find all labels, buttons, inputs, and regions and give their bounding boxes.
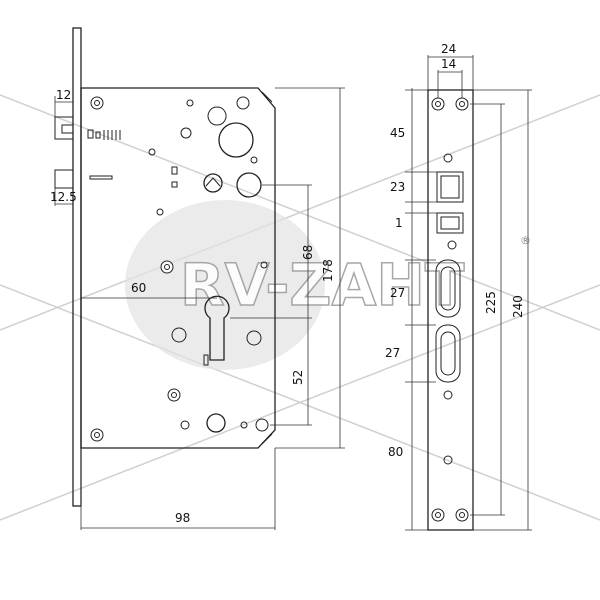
faceplate	[427, 89, 474, 531]
dim-body-width: 98	[175, 511, 190, 525]
pin-hole	[180, 127, 192, 139]
hole-center	[435, 101, 441, 107]
dim-latch-opening: 23	[390, 180, 405, 194]
small-slot	[95, 131, 101, 139]
lower-hub	[206, 413, 226, 433]
dim-inner-length: 225	[484, 291, 498, 314]
dim-hole-spacing: 14	[441, 57, 456, 71]
screw-hole-icon	[167, 388, 181, 402]
dim-gap: 1	[395, 216, 403, 230]
watermark-line	[0, 284, 600, 521]
screw-hole-icon	[236, 96, 250, 110]
slot-inner	[440, 266, 456, 311]
hole-center	[459, 101, 465, 107]
fixing-hole	[447, 240, 457, 250]
cam-hole	[203, 173, 223, 193]
latch-opening	[436, 171, 464, 203]
screw-center	[164, 264, 170, 270]
lower-deadbolt-slot	[435, 324, 461, 383]
screw-center	[171, 392, 177, 398]
dim-cylinder-to-bottom: 52	[291, 370, 305, 385]
hole-center	[435, 512, 441, 518]
dim-bottom-section: 80	[388, 445, 403, 459]
watermark: RV-ZAHT ®	[0, 94, 600, 521]
upper-deadbolt-slot	[435, 259, 461, 318]
faceplate-view: 24 14 45 23 1 27 27 80 225 240	[385, 42, 532, 531]
latch-bolt	[54, 169, 74, 189]
pin-hole	[246, 330, 262, 346]
lock-body-view: 12 12.5 60 68 52 178 98	[50, 27, 345, 530]
screw-center	[94, 432, 100, 438]
dim-bolt-width: 12	[56, 88, 71, 102]
screw-hole-icon	[90, 96, 104, 110]
handle-hub	[236, 172, 262, 198]
dim-faceplate-width: 24	[441, 42, 456, 56]
dim-total-length: 240	[511, 295, 525, 318]
mounting-hole-icon	[431, 508, 445, 522]
dim-latch-width: 12.5	[50, 190, 77, 204]
screw-hole-icon	[160, 260, 174, 274]
pin-hole	[250, 156, 258, 164]
pin-hole	[156, 208, 164, 216]
dim-backset: 60	[131, 281, 146, 295]
hole-center	[459, 512, 465, 518]
dim-center-distance: 68	[301, 245, 315, 260]
fixing-hole	[443, 390, 453, 400]
dim-height: 178	[321, 259, 335, 282]
dim-slot-lower: 27	[385, 346, 400, 360]
watermark-registered-mark: ®	[520, 234, 531, 247]
dim-slot-upper: 27	[390, 286, 405, 300]
auxiliary-opening	[436, 212, 464, 234]
case-bevel	[261, 433, 273, 445]
pin-hole	[186, 99, 194, 107]
fixing-hole	[443, 455, 453, 465]
small-slot	[87, 129, 94, 139]
fixing-hole	[443, 153, 453, 163]
screw-hole-icon	[90, 428, 104, 442]
euro-cylinder-cutout	[204, 295, 230, 361]
case-bevel	[261, 91, 273, 103]
slot-inner	[440, 331, 456, 376]
cylinder-cam-slot	[203, 354, 209, 366]
mounting-hole-icon	[455, 508, 469, 522]
auxiliary-inner	[440, 216, 460, 230]
screw-hole-icon	[255, 418, 269, 432]
mounting-hole-icon	[455, 97, 469, 111]
pin-hole	[180, 420, 190, 430]
dim-top-section: 45	[390, 126, 405, 140]
latch-slot	[89, 175, 113, 180]
pin-hole	[240, 421, 248, 429]
latch-bolt-face	[440, 175, 460, 199]
pin-hole	[260, 261, 268, 269]
mounting-hole-icon	[431, 97, 445, 111]
cam-detail	[205, 177, 221, 187]
pin-hole	[148, 148, 156, 156]
small-slot	[171, 166, 178, 175]
watermark-brand: RV-ZAHT	[180, 251, 465, 319]
follower-hub	[218, 122, 254, 158]
deadbolt-inner	[61, 124, 74, 134]
screw-center	[94, 100, 100, 106]
small-slot	[171, 181, 178, 188]
front-faceplate	[72, 27, 82, 507]
spindle-cam	[207, 106, 227, 126]
watermark-line	[0, 94, 600, 331]
pin-hole	[171, 327, 187, 343]
